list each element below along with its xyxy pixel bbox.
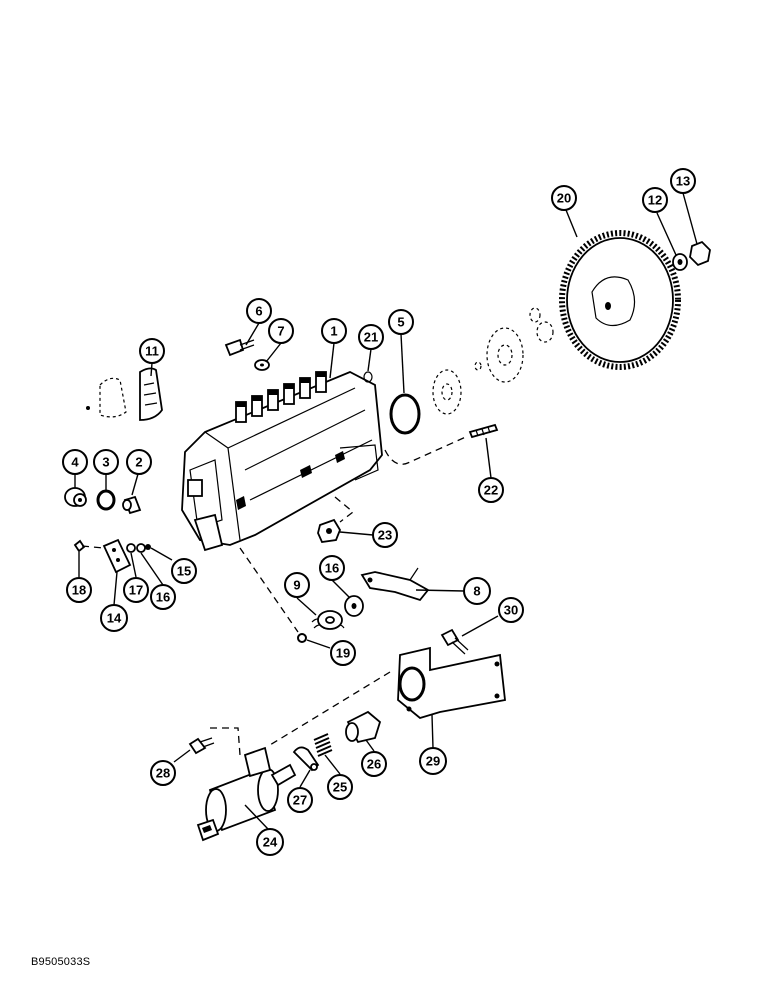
callout-17-label: 17 xyxy=(129,583,143,598)
callout-6-label: 6 xyxy=(255,304,262,319)
callout-14: 14 xyxy=(100,604,128,632)
delivery-valve-holders xyxy=(235,371,327,423)
plug-drawing xyxy=(317,518,342,543)
washer-drawing xyxy=(254,359,270,371)
figure-code: B9505033S xyxy=(31,956,91,968)
fitting-4-drawing xyxy=(64,487,87,507)
callout-24-label: 24 xyxy=(263,835,278,850)
callout-8-label: 8 xyxy=(473,584,480,599)
callout-16-center: 16 xyxy=(319,555,345,581)
washer-16-drawing xyxy=(344,595,364,617)
callout-21: 21 xyxy=(358,324,384,350)
callout-7-label: 7 xyxy=(277,324,284,339)
fitting-2-drawing xyxy=(122,495,142,515)
callout-7: 7 xyxy=(268,318,294,344)
callout-3: 3 xyxy=(93,449,119,475)
callout-1-label: 1 xyxy=(330,324,337,339)
callout-2: 2 xyxy=(126,449,152,475)
callout-6: 6 xyxy=(246,298,272,324)
callout-30: 30 xyxy=(498,597,524,623)
callout-2-label: 2 xyxy=(135,455,142,470)
bolt-drawing xyxy=(224,338,255,357)
callout-12: 12 xyxy=(642,187,668,213)
callout-23-label: 23 xyxy=(378,528,392,543)
callout-8: 8 xyxy=(463,577,491,605)
callout-14-label: 14 xyxy=(107,611,122,626)
callout-27-label: 27 xyxy=(293,793,307,808)
callout-28: 28 xyxy=(150,760,176,786)
bolt-28-drawing xyxy=(188,737,215,755)
shutoff-solenoid-drawing xyxy=(196,746,297,842)
callout-20-label: 20 xyxy=(557,191,571,206)
callout-24: 24 xyxy=(256,828,284,856)
callout-4: 4 xyxy=(62,449,88,475)
gear-nut-drawing xyxy=(689,240,711,267)
small-parts-cluster xyxy=(73,538,151,574)
drive-gear-drawing xyxy=(559,230,681,370)
plunger-sleeve-drawing xyxy=(345,710,382,744)
callout-9: 9 xyxy=(284,572,310,598)
callout-12-label: 12 xyxy=(648,193,662,208)
fitting-3-drawing xyxy=(96,489,116,511)
stud-drawing xyxy=(468,423,499,439)
callout-29: 29 xyxy=(419,747,447,775)
callout-19-label: 19 xyxy=(336,646,350,661)
callout-22-label: 22 xyxy=(484,483,498,498)
spring-drawing xyxy=(311,610,345,630)
leader-lines xyxy=(74,192,698,830)
callout-27: 27 xyxy=(287,787,313,813)
callout-1: 1 xyxy=(321,318,347,344)
callout-13-label: 13 xyxy=(676,174,690,189)
callout-3-label: 3 xyxy=(102,455,109,470)
callout-13: 13 xyxy=(670,168,696,194)
callout-21-label: 21 xyxy=(364,330,378,345)
solenoid-spring-drawing xyxy=(313,733,333,757)
callout-18-label: 18 xyxy=(72,583,86,598)
callout-19: 19 xyxy=(330,640,356,666)
callout-20: 20 xyxy=(551,185,577,211)
plug-alignment-line xyxy=(334,496,355,523)
clip-drawing xyxy=(292,746,320,772)
bracket-drawing xyxy=(397,646,506,719)
callout-26: 26 xyxy=(361,751,387,777)
callout-25: 25 xyxy=(327,774,353,800)
callout-5: 5 xyxy=(388,309,414,335)
callout-9-label: 9 xyxy=(293,578,300,593)
pump-to-spring-line xyxy=(239,547,299,633)
callout-25-label: 25 xyxy=(333,780,347,795)
callout-16-center-label: 16 xyxy=(325,561,339,576)
callout-11-label: 11 xyxy=(145,344,159,359)
gear-washer-drawing xyxy=(672,253,688,271)
callout-18: 18 xyxy=(66,577,92,603)
callout-29-label: 29 xyxy=(426,754,440,769)
callout-30-label: 30 xyxy=(504,603,518,618)
bolt-30-drawing xyxy=(440,628,469,655)
callout-4-label: 4 xyxy=(71,455,79,470)
callout-16-left: 16 xyxy=(150,584,176,610)
callout-23: 23 xyxy=(372,522,398,548)
stud-alignment-line xyxy=(384,435,469,465)
callout-22: 22 xyxy=(478,477,504,503)
callout-15: 15 xyxy=(171,558,197,584)
lever-drawing xyxy=(360,567,430,602)
callout-15-label: 15 xyxy=(177,564,191,579)
callout-26-label: 26 xyxy=(367,757,381,772)
o-ring-drawing xyxy=(363,371,373,383)
callout-28-label: 28 xyxy=(156,766,170,781)
gear-hub-parts-drawing xyxy=(432,307,554,415)
bolt-28-guide-line xyxy=(210,727,241,756)
callout-11: 11 xyxy=(139,338,165,364)
callout-5-label: 5 xyxy=(397,315,404,330)
callout-17: 17 xyxy=(123,577,149,603)
injection-pump-drawing xyxy=(181,371,383,552)
seal-ring-drawing xyxy=(389,393,421,435)
ring-19-drawing xyxy=(297,633,307,643)
callout-16-left-label: 16 xyxy=(156,590,170,605)
cover-plate-drawing xyxy=(86,367,163,421)
